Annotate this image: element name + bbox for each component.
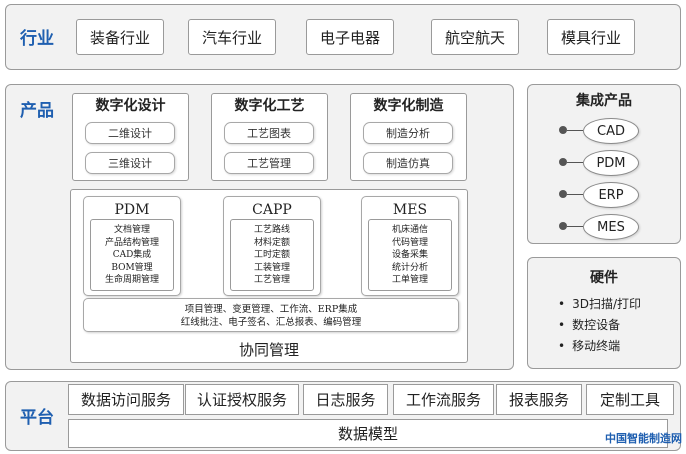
module-item: 工艺路线 [253, 225, 290, 235]
collab-management-box: PDM 文档管理 产品结构管理 CAD集成 BOM管理 生命周期管理 CAPP … [70, 189, 468, 363]
module-item: CAD集成 [112, 250, 152, 260]
module-capp: CAPP 工艺路线 材料定额 工时定额 工装管理 工艺管理 [223, 196, 321, 296]
collab-feature-line: 项目管理、变更管理、工作流、ERP集成 [184, 304, 358, 315]
module-item: 生命周期管理 [104, 275, 159, 285]
industry-panel: 行业 装备行业 汽车行业 电子电器 航空航天 模具行业 [5, 4, 681, 70]
module-items: 文档管理 产品结构管理 CAD集成 BOM管理 生命周期管理 [90, 219, 174, 291]
service-workflow: 工作流服务 [393, 384, 494, 415]
section-digital-manufacturing: 数字化制造 制造分析 制造仿真 [350, 93, 467, 181]
connector-line-mes [567, 226, 583, 227]
module-item: 工时定额 [253, 250, 290, 260]
section-title: 数字化制造 [373, 98, 444, 114]
service-auth: 认证授权服务 [185, 384, 299, 415]
module-item: 工装管理 [253, 262, 290, 273]
module-pdm: PDM 文档管理 产品结构管理 CAD集成 BOM管理 生命周期管理 [83, 196, 181, 296]
industry-item-mold: 模具行业 [547, 19, 635, 55]
module-mes: MES 机床通信 代码管理 设备采集 统计分析 工单管理 [361, 196, 459, 296]
integrated-products-panel: 集成产品 CAD PDM ERP MES [527, 84, 681, 244]
collab-feature-line: 红线批注、电子签名、汇总报表、编码管理 [180, 317, 362, 328]
integrated-item-erp: ERP [583, 182, 639, 208]
section-title: 数字化设计 [95, 98, 166, 114]
module-item: 机床通信 [391, 225, 428, 235]
collab-title: 协同管理 [238, 340, 299, 359]
product-panel: 产品 数字化设计 二维设计 三维设计 数字化工艺 工艺图表 工艺管理 数字化制造… [5, 84, 514, 370]
industry-item-equipment: 装备行业 [76, 19, 164, 55]
module-item: 统计分析 [391, 262, 428, 273]
process-chart-button[interactable]: 工艺图表 [224, 122, 314, 144]
service-log: 日志服务 [303, 384, 388, 415]
3d-design-button[interactable]: 三维设计 [85, 152, 175, 174]
industry-item-electronics: 电子电器 [306, 19, 394, 55]
connector-dot-mes [559, 222, 567, 230]
module-items: 工艺路线 材料定额 工时定额 工装管理 工艺管理 [230, 219, 314, 291]
integrated-item-pdm: PDM [583, 150, 639, 176]
service-custom-tools: 定制工具 [586, 384, 674, 415]
manufacturing-analysis-button[interactable]: 制造分析 [363, 122, 453, 144]
module-items: 机床通信 代码管理 设备采集 统计分析 工单管理 [368, 219, 452, 291]
service-report: 报表服务 [496, 384, 582, 415]
connector-line-erp [567, 194, 583, 195]
product-label: 产品 [20, 100, 54, 121]
platform-panel: 平台 数据访问服务 认证授权服务 日志服务 工作流服务 报表服务 定制工具 数据… [5, 381, 681, 451]
module-title: PDM [114, 202, 150, 218]
manufacturing-simulation-button[interactable]: 制造仿真 [363, 152, 453, 174]
connector-dot-erp [559, 190, 567, 198]
collab-features: 项目管理、变更管理、工作流、ERP集成 红线批注、电子签名、汇总报表、编码管理 [83, 298, 459, 332]
hardware-list: 3D扫描/打印 数控设备 移动终端 [558, 294, 678, 357]
connector-dot-pdm [559, 158, 567, 166]
module-item: 文档管理 [113, 225, 150, 235]
section-digital-design: 数字化设计 二维设计 三维设计 [72, 93, 189, 181]
module-item: 设备采集 [391, 250, 428, 260]
connector-line-cad [567, 130, 583, 131]
process-management-button[interactable]: 工艺管理 [224, 152, 314, 174]
integrated-title: 集成产品 [576, 93, 632, 109]
module-item: 代码管理 [391, 237, 428, 248]
platform-label: 平台 [20, 407, 54, 428]
module-item: 工单管理 [391, 275, 428, 285]
module-item: BOM管理 [111, 262, 153, 273]
integrated-item-mes: MES [583, 214, 639, 240]
data-model-bar: 数据模型 [68, 419, 668, 448]
integrated-item-cad: CAD [583, 118, 639, 144]
hardware-item: 数控设备 [558, 315, 678, 336]
module-title: MES [392, 202, 428, 218]
hardware-item: 3D扫描/打印 [558, 294, 678, 315]
service-data-access: 数据访问服务 [68, 384, 184, 415]
industry-item-automotive: 汽车行业 [188, 19, 276, 55]
module-item: 工艺管理 [253, 275, 290, 285]
industry-label: 行业 [20, 28, 54, 49]
hardware-title: 硬件 [590, 270, 618, 286]
industry-item-aerospace: 航空航天 [431, 19, 519, 55]
module-item: 材料定额 [253, 237, 290, 248]
section-title: 数字化工艺 [234, 98, 305, 114]
module-title: CAPP [252, 202, 292, 218]
connector-line-pdm [567, 162, 583, 163]
connector-dot-cad [559, 126, 567, 134]
watermark-logo: 中国智能制造网 [605, 432, 682, 445]
module-item: 产品结构管理 [104, 237, 159, 248]
hardware-panel: 硬件 3D扫描/打印 数控设备 移动终端 [527, 257, 681, 369]
2d-design-button[interactable]: 二维设计 [85, 122, 175, 144]
section-digital-process: 数字化工艺 工艺图表 工艺管理 [211, 93, 328, 181]
hardware-item: 移动终端 [558, 336, 678, 357]
